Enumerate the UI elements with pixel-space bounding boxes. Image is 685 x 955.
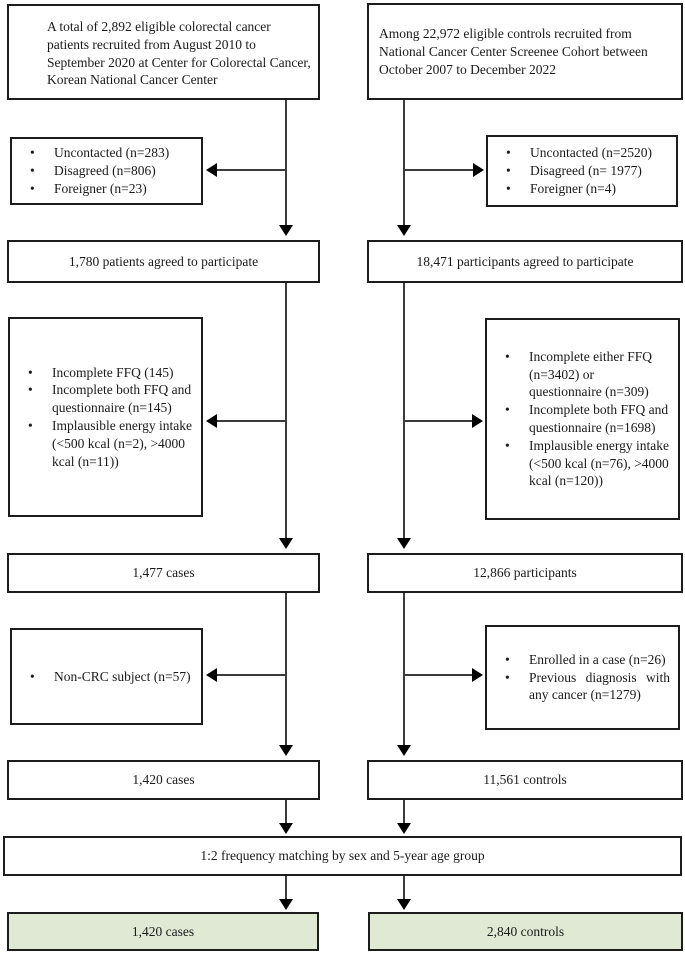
- arrow-down-icon: [279, 745, 293, 756]
- connector-line: [404, 169, 473, 171]
- list-item: Uncontacted (n=283): [30, 144, 193, 162]
- exclusion-list: Non-CRC subject (n=57): [12, 668, 195, 686]
- final-box-cases: 1,420 cases: [7, 912, 319, 951]
- arrow-left-icon: [206, 414, 217, 428]
- agreed-box-cases: 1,780 patients agreed to participate: [7, 240, 320, 283]
- list-item: Disagreed (n=806): [30, 162, 193, 180]
- agreed-box-controls: 18,471 participants agreed to participat…: [367, 240, 683, 283]
- arrow-right-icon: [472, 414, 483, 428]
- arrow-down-icon: [397, 899, 411, 910]
- arrow-down-icon: [397, 225, 411, 236]
- source-box-cases: A total of 2,892 eligible colorectal can…: [7, 4, 320, 100]
- exclusion-box-controls-1: Uncontacted (n=2520) Disagreed (n= 1977)…: [486, 135, 678, 207]
- arrow-down-icon: [279, 225, 293, 236]
- connector-line: [285, 100, 287, 225]
- connector-line: [403, 800, 405, 823]
- count-box-cases-1: 1,477 cases: [7, 553, 320, 593]
- list-item: Uncontacted (n=2520): [506, 144, 668, 162]
- connector-line: [403, 283, 405, 538]
- connector-line: [285, 283, 287, 538]
- final-box-controls: 2,840 controls: [368, 912, 683, 951]
- list-item: Non-CRC subject (n=57): [30, 668, 193, 686]
- exclusion-list: Uncontacted (n=283) Disagreed (n=806) Fo…: [12, 144, 195, 197]
- count-box-controls-2: 11,561 controls: [367, 760, 683, 800]
- arrow-down-icon: [397, 538, 411, 549]
- list-item: Disagreed (n= 1977): [506, 162, 668, 180]
- exclusion-box-cases-2: Incomplete FFQ (145) Incomplete both FFQ…: [8, 317, 203, 517]
- arrow-down-icon: [279, 899, 293, 910]
- list-item: Implausible energy intake (<500 kcal (n=…: [28, 417, 193, 470]
- list-item: Foreigner (n=23): [30, 180, 193, 198]
- connector-line: [217, 674, 286, 676]
- list-item: Incomplete either FFQ (n=3402) or questi…: [505, 348, 670, 401]
- connector-line: [404, 674, 472, 676]
- arrow-left-icon: [206, 668, 217, 682]
- list-item: Previous diagnosis with any cancer (n=12…: [505, 669, 670, 705]
- exclusion-list: Incomplete either FFQ (n=3402) or questi…: [487, 348, 672, 491]
- connector-line: [403, 100, 405, 225]
- connector-line: [217, 420, 286, 422]
- exclusion-list: Enrolled in a case (n=26) Previous diagn…: [487, 651, 672, 704]
- list-item: Implausible energy intake (<500 kcal (n=…: [505, 437, 670, 490]
- list-item: Incomplete both FFQ and questionnaire (n…: [28, 381, 193, 417]
- arrow-down-icon: [279, 538, 293, 549]
- count-box-cases-2: 1,420 cases: [7, 760, 320, 800]
- source-box-controls: Among 22,972 eligible controls recruited…: [367, 3, 683, 100]
- connector-line: [403, 876, 405, 899]
- arrow-down-icon: [397, 745, 411, 756]
- exclusion-box-cases-1: Uncontacted (n=283) Disagreed (n=806) Fo…: [10, 137, 203, 205]
- list-item: Incomplete FFQ (145): [28, 364, 193, 382]
- list-item: Foreigner (n=4): [506, 180, 668, 198]
- connector-line: [217, 169, 286, 171]
- connector-line: [285, 876, 287, 899]
- connector-line: [404, 420, 472, 422]
- exclusion-list: Uncontacted (n=2520) Disagreed (n= 1977)…: [488, 144, 670, 197]
- arrow-left-icon: [206, 163, 217, 177]
- matching-box: 1:2 frequency matching by sex and 5-year…: [3, 836, 682, 876]
- connector-line: [285, 593, 287, 745]
- count-box-controls-1: 12,866 participants: [367, 553, 683, 593]
- list-item: Enrolled in a case (n=26): [505, 651, 670, 669]
- exclusion-box-controls-3: Enrolled in a case (n=26) Previous diagn…: [485, 625, 680, 730]
- arrow-right-icon: [472, 668, 483, 682]
- exclusion-box-cases-3: Non-CRC subject (n=57): [10, 628, 203, 725]
- exclusion-list: Incomplete FFQ (145) Incomplete both FFQ…: [10, 364, 195, 471]
- arrow-right-icon: [473, 163, 484, 177]
- arrow-down-icon: [397, 823, 411, 834]
- connector-line: [403, 593, 405, 745]
- exclusion-box-controls-2: Incomplete either FFQ (n=3402) or questi…: [485, 318, 680, 520]
- list-item: Incomplete both FFQ and questionnaire (n…: [505, 401, 670, 437]
- arrow-down-icon: [279, 823, 293, 834]
- connector-line: [285, 800, 287, 823]
